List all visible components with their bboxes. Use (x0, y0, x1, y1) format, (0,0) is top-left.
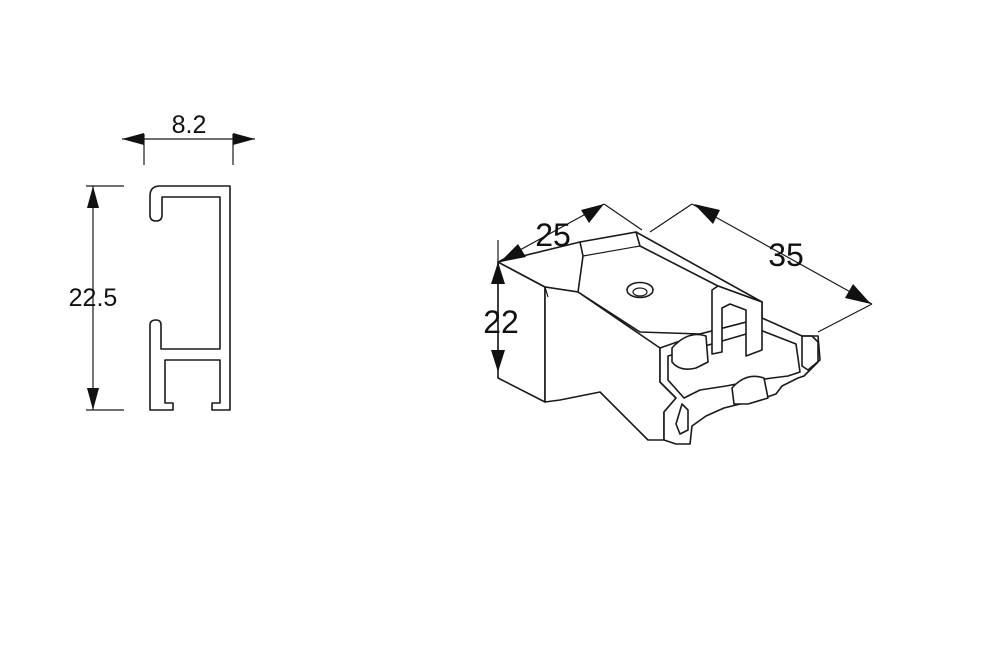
bracket-left-top (497, 241, 584, 293)
profile-width-arrow-left (122, 133, 144, 145)
profile-height-label: 22.5 (69, 284, 118, 312)
profile-width-dimension: 8.2 (122, 111, 255, 165)
bracket-depth-label: 25 (535, 217, 571, 253)
bracket-side-detail (675, 403, 689, 435)
bracket-height-arrow-top (491, 262, 505, 284)
bracket-height-arrow-bottom (491, 350, 505, 372)
bracket-height-label: 22 (483, 304, 519, 340)
bracket-end-tab (801, 335, 821, 371)
bracket-upright-tab (711, 285, 763, 357)
bracket-length-label: 35 (768, 237, 804, 273)
bracket-front-bevel (544, 286, 549, 298)
bracket-depth-arrow-start (500, 244, 526, 262)
screw-hole-inner (632, 287, 648, 297)
bracket-clip-notch (671, 333, 709, 370)
profile-width-label: 8.2 (172, 111, 207, 139)
profile-width-arrow-right (233, 133, 255, 145)
rail-profile (149, 185, 231, 411)
rail-profile-outline (149, 185, 231, 411)
screw-hole (626, 281, 654, 299)
bracket-depth-dimension: 25 (497, 203, 643, 263)
bracket-length-extension-front (817, 303, 873, 333)
profile-height-arrow-top (87, 186, 99, 208)
bracket-length-arrow-end (845, 284, 871, 304)
bracket-depth-arrow-end (581, 204, 604, 223)
bracket-top-plate-edge (582, 245, 641, 257)
bracket-length-arrow-start (694, 204, 720, 224)
profile-height-dimension: 22.5 (69, 185, 124, 411)
bracket-depth-extension (603, 203, 643, 231)
bracket-length-dimension-line (691, 203, 873, 305)
bracket-length-extension-back (649, 203, 693, 233)
bracket-length-dimension: 35 (649, 203, 873, 333)
bracket-clip-roller (731, 375, 769, 405)
bracket-isometric (497, 231, 821, 445)
profile-height-arrow-bottom (87, 388, 99, 410)
